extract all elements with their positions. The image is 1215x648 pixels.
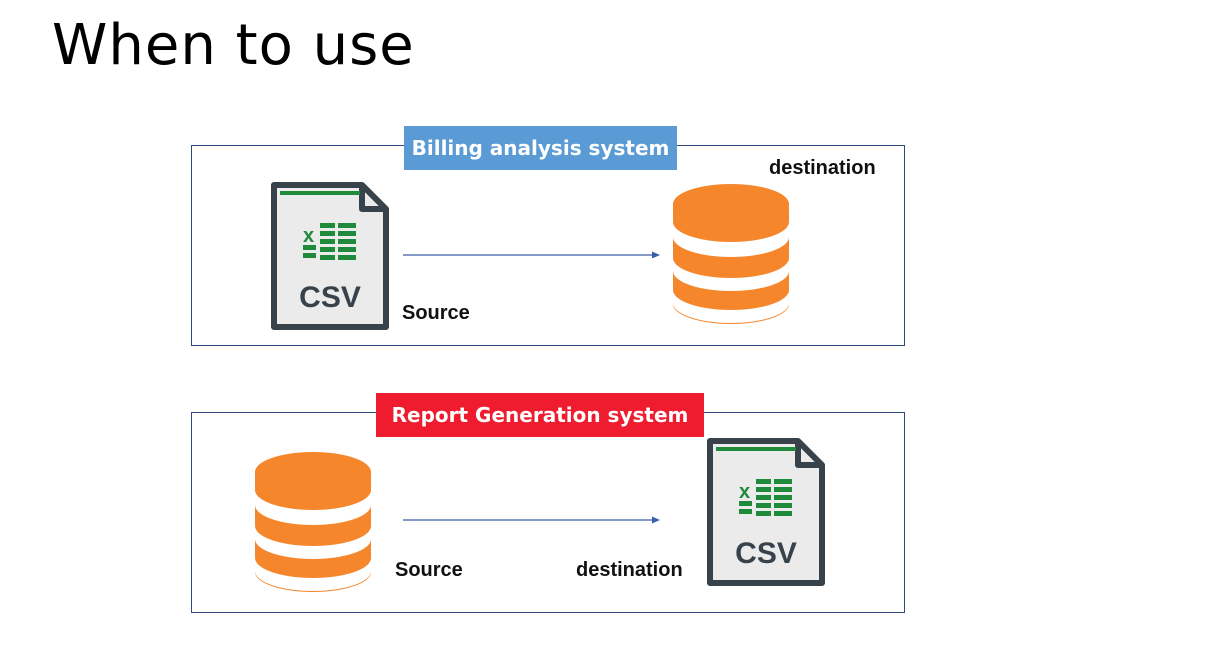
svg-text:x: x — [303, 225, 314, 247]
flow-arrow — [403, 251, 660, 259]
slide-title: When to use — [52, 13, 415, 78]
flow-arrow — [403, 516, 660, 524]
database-icon — [255, 452, 371, 592]
source-label: Source — [402, 302, 470, 324]
excel-grid-icon: x — [739, 479, 792, 516]
csv-label: CSV — [299, 281, 361, 314]
database-icon — [673, 184, 789, 324]
destination-label: destination — [576, 559, 683, 581]
svg-text:x: x — [739, 481, 750, 503]
billing-analysis-header: Billing analysis system — [404, 126, 677, 170]
excel-grid-icon: x — [303, 223, 356, 260]
csv-file-icon: x CSV — [707, 438, 825, 586]
source-label: Source — [395, 559, 463, 581]
report-generation-header: Report Generation system — [376, 393, 704, 437]
csv-file-icon: x CSV — [271, 182, 389, 330]
csv-label: CSV — [735, 537, 797, 570]
destination-label: destination — [769, 157, 876, 179]
